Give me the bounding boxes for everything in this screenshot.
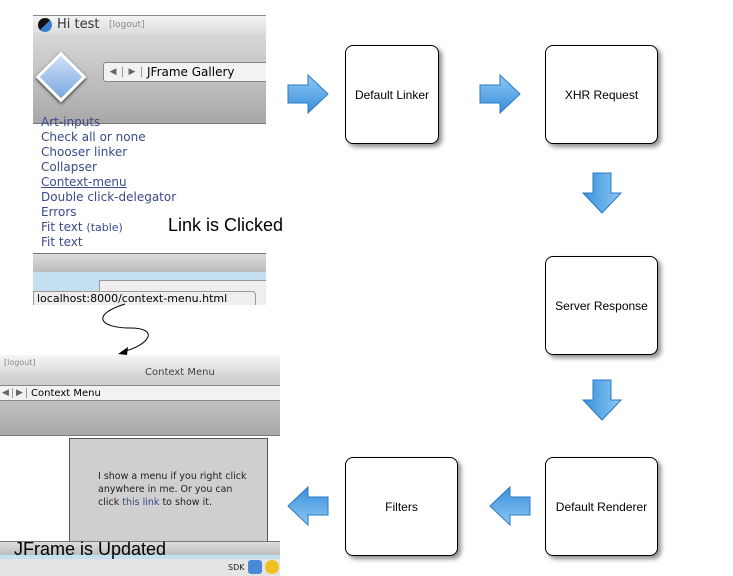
content-text: I show a menu if you right click anywher… xyxy=(98,471,247,508)
arrow-right-icon xyxy=(479,74,521,114)
link-chooser-linker[interactable]: Chooser linker xyxy=(41,145,128,159)
caption-jframe-updated: JFrame is Updated xyxy=(14,539,167,559)
link-collapser[interactable]: Collapser xyxy=(41,160,97,174)
connector-curve xyxy=(102,303,149,355)
dock-sun-icon[interactable] xyxy=(265,560,279,574)
link-suffix: (table) xyxy=(86,221,123,234)
arrow-down-icon xyxy=(582,172,622,214)
step-filters: Filters xyxy=(345,457,458,556)
faded-title: Context Menu xyxy=(145,367,215,378)
arrow-left-icon xyxy=(287,486,329,526)
link-errors[interactable]: Errors xyxy=(41,205,77,219)
back-button[interactable]: ◀ xyxy=(104,67,123,77)
link-check-all[interactable]: Check all or none xyxy=(41,130,146,144)
logout-link[interactable]: [logout] xyxy=(109,20,145,30)
link-fit-text-table[interactable]: Fit text (table) xyxy=(41,220,176,235)
link-label: Fit text xyxy=(41,220,83,234)
step-xhr-request: XHR Request xyxy=(545,45,658,144)
window-nav-bar: ◀▶ JFrame Gallery xyxy=(103,62,266,82)
arrow-down-icon xyxy=(582,379,622,421)
link-art-inputs[interactable]: Art-inputs xyxy=(41,115,101,129)
logout-link[interactable]: [logout] xyxy=(4,358,36,367)
window-title: JFrame Gallery xyxy=(147,65,235,79)
gallery-screenshot: Hi test [logout] ◀▶ JFrame Gallery Art-i… xyxy=(33,15,266,305)
content-tail: to show it. xyxy=(162,497,212,508)
app-logo-icon xyxy=(38,18,52,32)
gallery-app-icon xyxy=(35,51,87,103)
show-menu-link[interactable]: this link xyxy=(122,497,160,508)
greeting: Hi test xyxy=(57,17,100,32)
status-bar-url: localhost:8000/context-menu.html xyxy=(33,291,256,305)
context-menu-area[interactable]: I show a menu if you right click anywher… xyxy=(69,438,268,545)
step-server-response: Server Response xyxy=(545,256,658,355)
arrow-left-icon xyxy=(489,486,531,526)
step-default-linker: Default Linker xyxy=(345,45,439,144)
window-nav-bar: ◀▶ Context Menu xyxy=(0,385,280,401)
forward-button[interactable]: ▶ xyxy=(13,388,27,398)
back-button[interactable]: ◀ xyxy=(0,388,13,398)
caption-link-clicked: Link is Clicked xyxy=(168,215,284,235)
forward-button[interactable]: ▶ xyxy=(123,67,142,77)
arrow-right-icon xyxy=(287,74,329,114)
window-title: Context Menu xyxy=(31,387,101,399)
link-double-click[interactable]: Double click-delegator xyxy=(41,190,177,204)
dock-app-icon[interactable] xyxy=(248,560,262,574)
context-menu-screenshot: [logout] Context Menu ◀▶ Context Menu I … xyxy=(0,355,280,576)
link-fit-text[interactable]: Fit text xyxy=(41,235,83,249)
dock-label: SDK xyxy=(228,563,245,572)
link-context-menu[interactable]: Context-menu xyxy=(41,175,127,189)
step-default-renderer: Default Renderer xyxy=(545,457,658,556)
